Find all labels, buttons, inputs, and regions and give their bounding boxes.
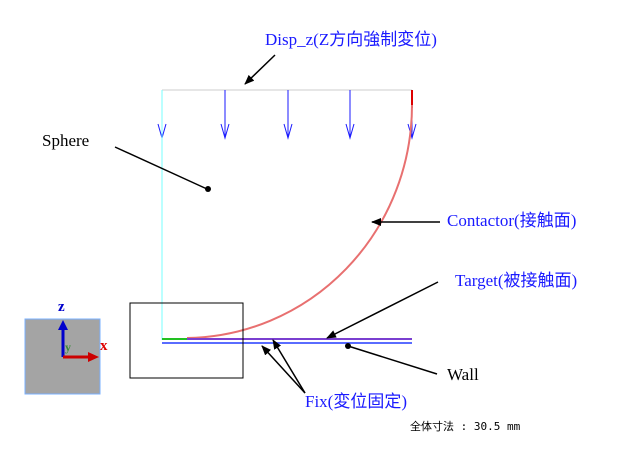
disp-z-load (157, 89, 417, 140)
contactor-arc (186, 104, 413, 339)
axis-triad (24, 318, 101, 395)
z-axis-label: z (58, 299, 65, 315)
leader-lines (114, 54, 440, 394)
x-axis-label: x (100, 338, 108, 354)
sphere-label: Sphere (42, 131, 90, 150)
contactor-label: Contactor(接触面) (447, 211, 577, 230)
wall-label: Wall (447, 365, 479, 384)
disp-z-label: Disp_z(Z方向強制変位) (265, 30, 437, 49)
overall-dimension: 全体寸法 : 30.5 mm (410, 420, 521, 433)
y-axis-label: y (65, 340, 71, 354)
zoom-box (129, 302, 244, 379)
target-label: Target(被接触面) (455, 271, 578, 290)
fix-label: Fix(変位固定) (305, 392, 407, 411)
